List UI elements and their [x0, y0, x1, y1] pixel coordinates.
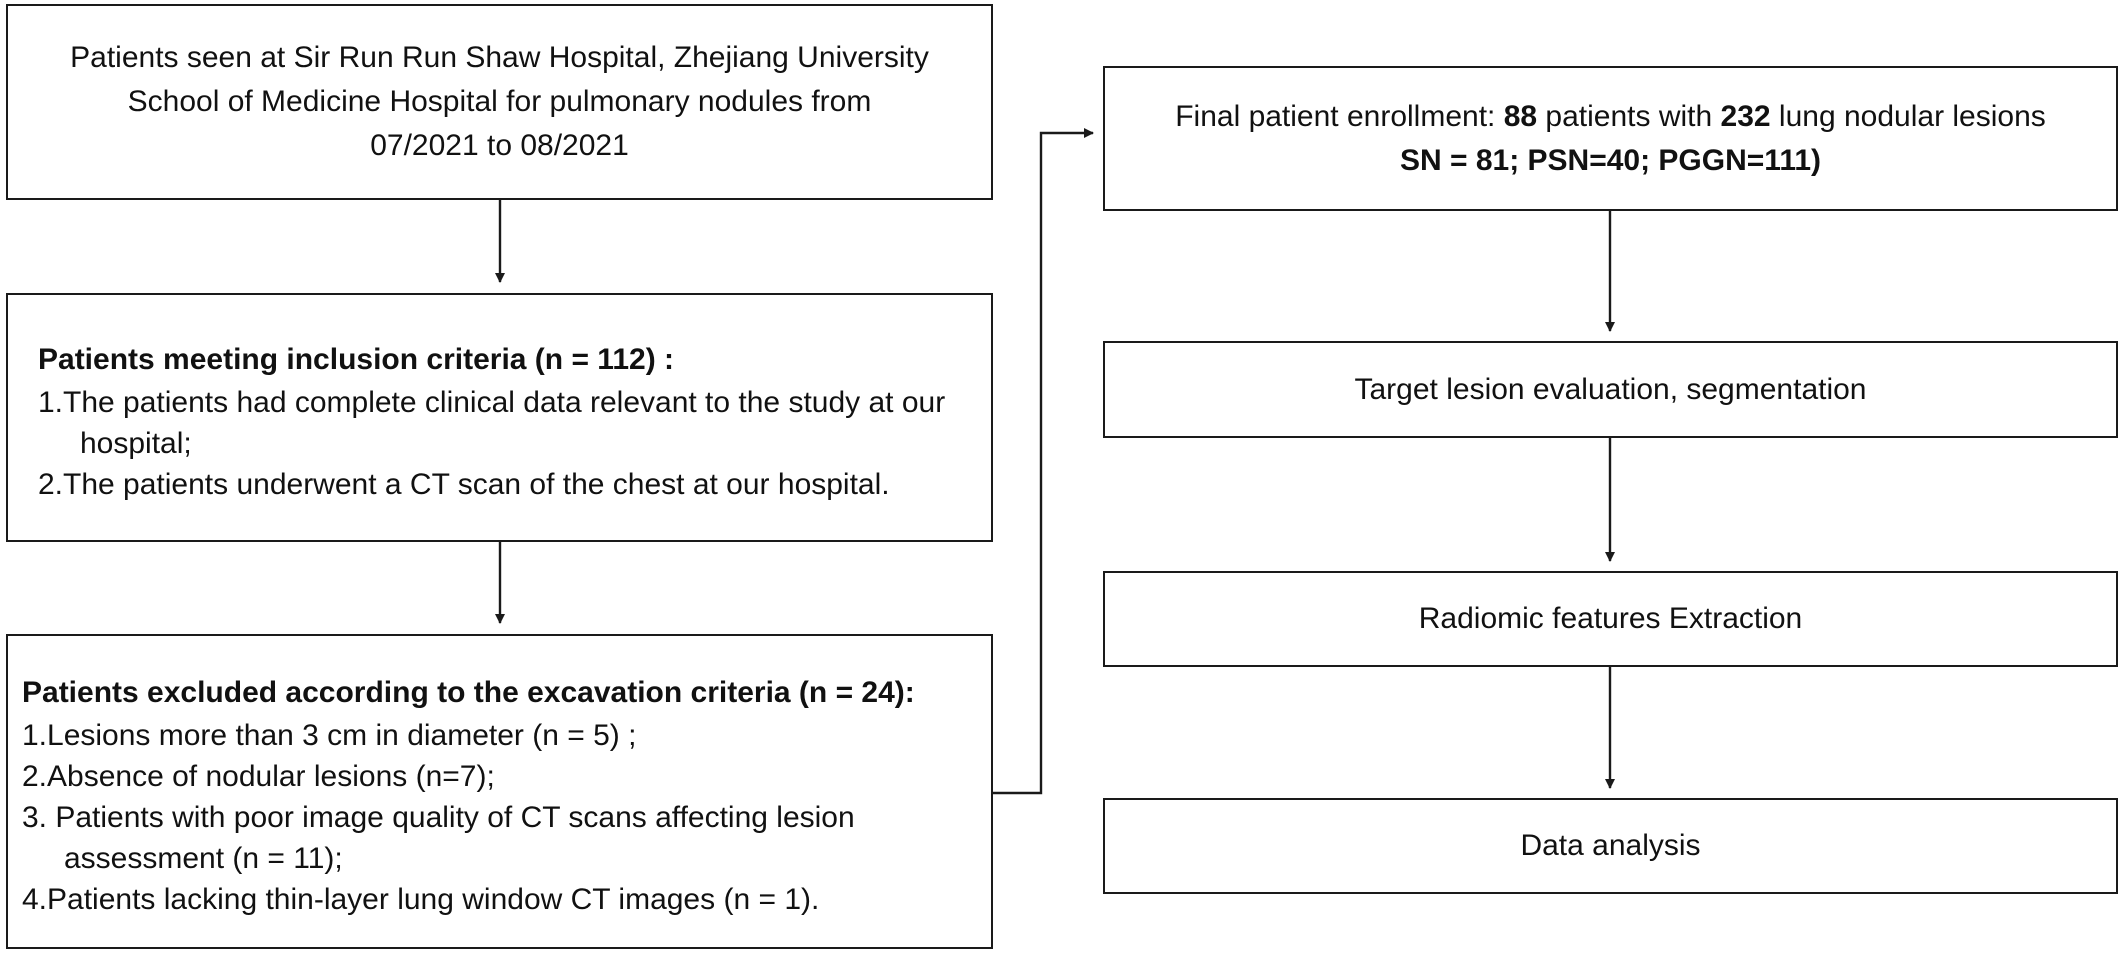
radiomic-features-box: Radiomic features Extraction: [1103, 571, 2118, 667]
target-lesion-label: Target lesion evaluation, segmentation: [1354, 372, 1867, 406]
inclusion-item-1: 1.The patients had complete clinical dat…: [38, 386, 946, 460]
radiomic-features-label: Radiomic features Extraction: [1418, 602, 1803, 635]
exclusion-item-4: 4.Patients lacking thin-layer lung windo…: [22, 883, 820, 916]
inclusion-criteria-box: Patients meeting inclusion criteria (n =…: [6, 293, 993, 542]
exclusion-heading: Patients excluded according to the excav…: [22, 676, 915, 709]
enrollment-line-1: Final patient enrollment: 88 patients wi…: [1175, 95, 2046, 139]
enrollment-middle: patients with: [1537, 99, 1721, 133]
target-lesion-box: Target lesion evaluation, segmentation: [1103, 341, 2118, 438]
enrollment-patient-count: 88: [1503, 99, 1538, 133]
exclusion-item-2: 2.Absence of nodular lesions (n=7);: [22, 760, 495, 793]
arrow-exclusion-to-enrollment: [993, 128, 1094, 795]
inclusion-item-2: 2.The patients underwent a CT scan of th…: [38, 468, 890, 501]
enrollment-suffix: lung nodular lesions: [1770, 99, 2046, 133]
exclusion-criteria-box: Patients excluded according to the excav…: [6, 634, 993, 949]
source-line-1: Patients seen at Sir Run Run Shaw Hospit…: [70, 41, 929, 74]
source-line-3: 07/2021 to 08/2021: [370, 129, 629, 162]
final-enrollment-box: Final patient enrollment: 88 patients wi…: [1103, 66, 2118, 211]
exclusion-item-3: 3. Patients with poor image quality of C…: [22, 801, 855, 875]
inclusion-heading: Patients meeting inclusion criteria (n =…: [38, 343, 675, 376]
data-analysis-label: Data analysis: [1520, 829, 1701, 862]
enrollment-lesion-count: 232: [1720, 99, 1771, 133]
enrollment-prefix: Final patient enrollment:: [1175, 99, 1504, 133]
source-patients-box: Patients seen at Sir Run Run Shaw Hospit…: [6, 4, 993, 200]
data-analysis-box: Data analysis: [1103, 798, 2118, 894]
enrollment-line-2: SN = 81; PSN=40; PGGN=111): [1400, 139, 1821, 183]
exclusion-item-1: 1.Lesions more than 3 cm in diameter (n …: [22, 719, 637, 752]
enrollment-breakdown: SN = 81; PSN=40; PGGN=111): [1399, 143, 1822, 177]
source-line-2: School of Medicine Hospital for pulmonar…: [127, 85, 872, 118]
